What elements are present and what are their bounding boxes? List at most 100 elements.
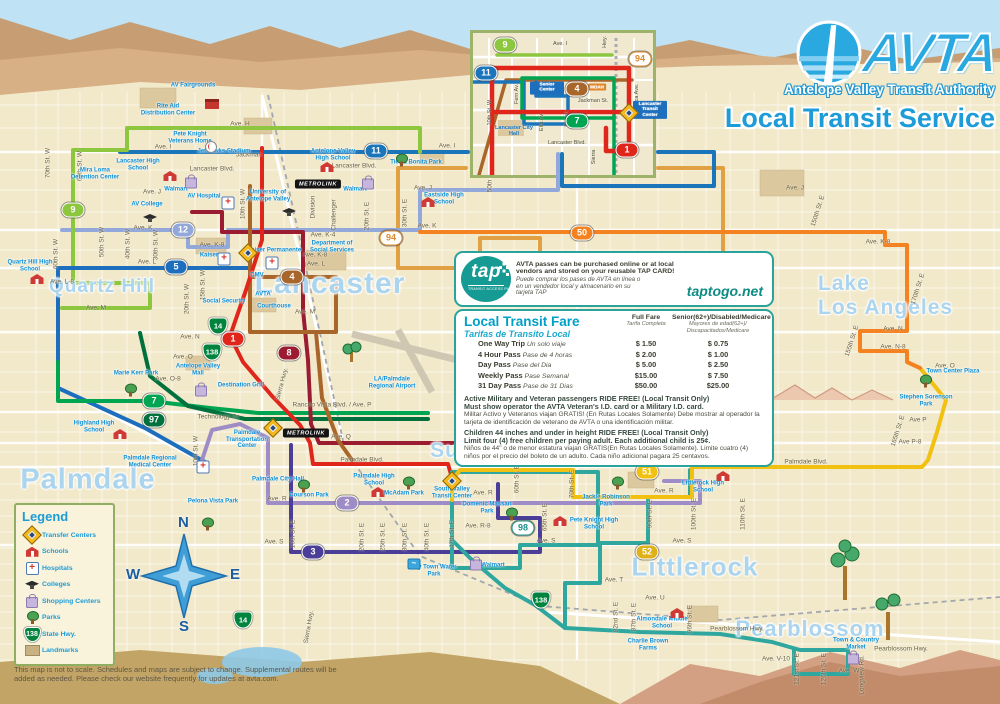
park-icon xyxy=(395,153,408,167)
street-label: Lancaster Blvd. xyxy=(189,165,235,173)
street-label: Ave. R xyxy=(473,489,493,497)
street-label: Ave P-8 xyxy=(898,438,922,446)
legend-item-hospital: Hospitals xyxy=(22,560,109,577)
route-1-line xyxy=(228,146,454,480)
street-label: Ave. R xyxy=(267,495,287,503)
column-senior: Senior(62+)/Disabled/Medicare Mayores de… xyxy=(672,314,771,339)
joshua-tree-icon xyxy=(830,539,860,600)
street-label: 70th St. W xyxy=(44,147,52,179)
street-label: 40th St. E xyxy=(423,522,431,552)
landmark-label: Mira Loma Detention Center xyxy=(70,167,120,180)
tap-text: AVTA passes can be purchased online or a… xyxy=(516,261,694,298)
park-icon xyxy=(611,476,624,490)
street-label: Ave. L xyxy=(306,260,326,268)
column-full-fare-sublabel: Tarifa Completa xyxy=(626,321,666,327)
street-label: Challenger xyxy=(330,199,338,231)
landmark-label: South Valley Transit Center xyxy=(431,486,473,499)
landmark-label: Town Center Plaza xyxy=(926,368,980,375)
legend-item-label: Landmarks xyxy=(42,647,79,655)
street-label: Ave. I xyxy=(438,142,456,150)
landmark-label: Walmart xyxy=(481,562,505,569)
landmark-label: AVTA xyxy=(255,291,271,298)
park-icon xyxy=(505,507,518,521)
street-label: Ave. S xyxy=(536,537,556,545)
street-label: Ave. K-4 xyxy=(310,231,336,239)
fare-row-name: 31 Day Pass Pase de 31 Dias xyxy=(464,381,620,392)
fare-senior-value: $ 0.75 xyxy=(707,339,729,348)
landmark-label: Town & Country Market xyxy=(833,637,879,650)
street-label: Ave. K xyxy=(133,224,153,232)
landmark-label: Highland High School xyxy=(73,420,115,433)
route-9-line xyxy=(60,126,422,310)
street-label: Ave. S xyxy=(264,538,284,546)
military-note-es: Militar Activo y Veteranos viajan GRATIS… xyxy=(464,411,760,426)
brand-block: AVTA Antelope Valley Transit Authority L… xyxy=(690,16,1000,134)
fare-full-value: $ 5.00 xyxy=(635,360,657,370)
landmark-label: Domenic Massari Park xyxy=(462,501,512,514)
landmark-label: Kaiser xyxy=(199,252,219,259)
route-98-line xyxy=(450,470,600,570)
city-label: Palmdale xyxy=(20,463,156,496)
fare-table: Local Transit Fare Tarifas de Transito L… xyxy=(454,309,774,467)
airport-runways xyxy=(351,328,467,394)
landmark-label: Antelope Valley Mall xyxy=(175,363,221,376)
southeast-ridges xyxy=(700,662,1000,704)
street-label: 65th St. E xyxy=(541,502,549,532)
hospital-icon xyxy=(217,252,231,266)
fare-table-header: Local Transit Fare Tarifas de Transito L… xyxy=(464,314,771,339)
legend-icon-zone xyxy=(22,527,42,543)
tap-text-es: Puede comprar los pases de AVTA en línea… xyxy=(516,275,641,297)
avta-wordmark: AVTA xyxy=(859,20,1000,85)
transfer-center-icon xyxy=(444,473,460,489)
street-label: 47th St. E xyxy=(448,519,456,549)
hospital-icon xyxy=(221,196,235,210)
fare-senior-value: $ 1.00 xyxy=(707,349,729,359)
street-label: Ave. O xyxy=(173,353,193,361)
park-icon xyxy=(297,479,310,493)
street-label: Longview Rd. xyxy=(858,655,866,695)
street-label: Rancho Vista Blvd. / Ave. P xyxy=(292,401,372,409)
city-label: Littlerock xyxy=(631,551,759,582)
landmark-label: JetHawks Stadium xyxy=(197,148,251,155)
butte-sketch xyxy=(769,384,894,401)
state-hwy-shield-icon: 138 xyxy=(23,626,41,642)
street-label: 30th St. E xyxy=(401,198,409,228)
tap-subtitle: TRANSIT ACCESS PASS xyxy=(468,285,515,291)
street-label: Ave. J xyxy=(414,184,432,192)
fare-title-es: Tarifas de Transito Local xyxy=(464,329,571,339)
street-label: Jackman xyxy=(235,151,263,159)
college-icon xyxy=(143,213,157,223)
compass-rose: N W E S xyxy=(126,514,241,636)
compass-east: E xyxy=(230,566,241,583)
state-hwy-138-shield: 138 xyxy=(531,591,551,609)
landmark-label: Palmdale Transportation Center xyxy=(225,430,268,450)
street-label: 90th St. E xyxy=(646,499,654,529)
route-8-badge: 8 xyxy=(277,345,301,361)
street-label: 15th St. W xyxy=(199,269,207,301)
landmark-label: AV Hospital xyxy=(187,193,221,200)
street-label: Ave. M xyxy=(294,308,316,316)
fare-full-value: $ 1.50 xyxy=(635,339,657,348)
legend-item-park: Parks xyxy=(22,610,109,627)
park-icon xyxy=(124,383,137,397)
city-label: Pearblossom xyxy=(735,616,885,641)
landmark-label: Department of Social Services xyxy=(309,240,355,253)
street-label: Ave. V-10 xyxy=(761,655,791,663)
street-label: Ave. W xyxy=(838,667,860,675)
landmark-label: Destination Grill xyxy=(217,382,265,389)
landmark-label: Quartz Hill High School xyxy=(7,259,53,272)
compass-west: W xyxy=(126,566,141,583)
school-icon xyxy=(320,162,334,172)
street-label: Ave. R xyxy=(654,487,674,495)
street-label: Ave. L-8 xyxy=(49,278,75,286)
landmark-label: Charlie Brown Farms xyxy=(627,638,669,651)
street-label: Technology Dr. xyxy=(197,413,241,421)
landmark-label: Eastside High School xyxy=(424,192,464,205)
park-icon xyxy=(402,476,415,490)
fare-full-value: $ 2.00 xyxy=(635,349,657,359)
fare-row-name: Weekly Pass Pase Semanal xyxy=(464,371,620,382)
route-98-badge: 98 xyxy=(511,520,535,536)
street-label: 121st St. E xyxy=(793,653,801,685)
school-icon xyxy=(25,546,39,557)
legend-item-label: Colleges xyxy=(42,581,71,589)
